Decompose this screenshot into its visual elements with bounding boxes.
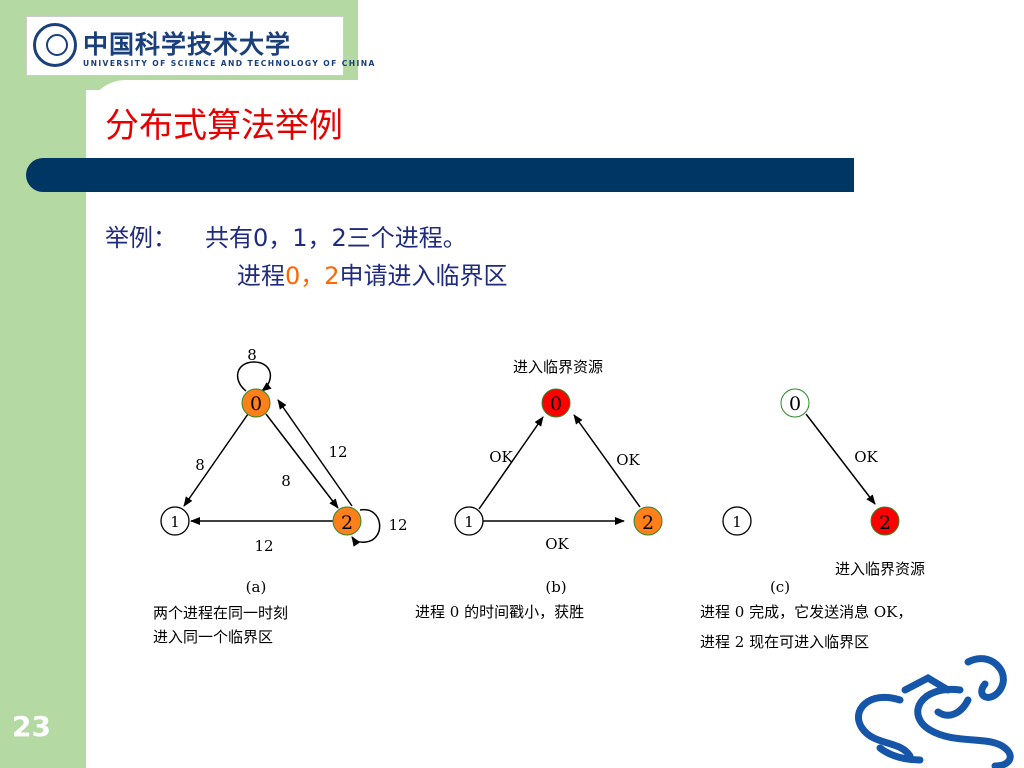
b-node-2 [633,506,663,536]
a-edge20-weight: 12 [328,443,347,461]
slide-number: 23 [12,710,51,743]
dragon-emblem-icon [855,655,1014,768]
a-node2-label: 2 [341,512,353,534]
b-ok-bottom: OK [545,535,569,553]
c-panel-label: (c) [770,578,790,596]
left-sidebar [0,0,86,768]
a-panel-label: (a) [246,578,267,596]
a-edge01-weight: 8 [195,456,205,474]
title-underline-bar [26,158,854,192]
c-node-1 [722,506,752,536]
c-node-0 [780,388,810,418]
a-edge21-weight: 12 [254,537,273,555]
a-loop0-weight: 8 [247,346,257,364]
university-logo: 中国科学技术大学 UNIVERSITY OF SCIENCE AND TECHN… [26,16,374,76]
c-node-2 [870,506,900,536]
slide-title: 分布式算法举例 [105,106,343,146]
a-loop0-arrow [236,361,272,392]
example-text: 共有0，1，2三个进程。 [205,224,467,252]
c-node2-label: 2 [879,512,891,534]
b-node1-label: 1 [464,513,474,531]
logo-title-en: UNIVERSITY OF SCIENCE AND TECHNOLOGY OF … [83,59,376,68]
university-seal-icon [33,23,77,67]
b-node-1 [454,506,484,536]
c-node1-label: 1 [732,513,742,531]
c-caption-2: 进程 2 现在可进入临界区 [700,633,869,651]
b-panel-label: (b) [545,578,566,596]
panel-c: 0 1 2 OK 进入临界资源 (c) 进程 0 完成，它发送消息 OK， 进程… [700,388,925,651]
example-label: 举例： [105,224,177,252]
b-node-0 [541,388,571,418]
b-node2-label: 2 [642,512,654,534]
a-loop2-weight: 12 [388,516,407,534]
c-node0-label: 0 [789,393,801,415]
a-node0-label: 0 [250,393,262,415]
panel-b: 进入临界资源 0 1 2 OK OK OK (b) 进程 0 的时间戳小，获胜 [415,358,663,621]
b-edge-1-0 [478,416,544,510]
b-ok-right: OK [616,451,640,469]
line2-highlight: 0，2 [285,262,340,290]
a-node-1 [160,506,190,536]
b-edge-2-0 [573,414,641,508]
a-loop2-arrow [351,509,381,547]
c-subheading: 进入临界资源 [835,560,925,578]
c-ok: OK [854,448,878,466]
a-node-0 [241,388,271,418]
a-caption-2: 进入同一个临界区 [153,628,273,646]
b-heading: 进入临界资源 [513,358,603,376]
a-edge-0-2 [265,413,339,509]
logo-title-cn: 中国科学技术大学 [83,30,292,59]
example-line-2: 进程0，2申请进入临界区 [237,256,508,291]
line2-prefix: 进程 [237,262,285,290]
a-edge-0-1 [183,413,249,507]
a-edge02-weight: 8 [281,472,291,490]
a-node1-label: 1 [170,513,180,531]
content-area [86,80,1024,768]
panel-a: 0 1 2 8 8 8 12 12 12 (a) 两个进程在同一时刻 进入同一个… [153,346,408,646]
c-caption-1: 进程 0 完成，它发送消息 OK， [700,603,912,621]
b-caption: 进程 0 的时间戳小，获胜 [415,603,584,621]
line2-suffix: 申请进入临界区 [339,262,508,290]
a-node-2 [332,506,362,536]
b-ok-left: OK [489,448,513,466]
c-edge-0-2 [805,413,876,505]
a-edge-2-0 [277,399,353,507]
a-caption-1: 两个进程在同一时刻 [153,604,288,622]
example-line-1: 举例： 共有0，1，2三个进程。 [105,218,467,253]
b-node0-label: 0 [550,393,562,415]
